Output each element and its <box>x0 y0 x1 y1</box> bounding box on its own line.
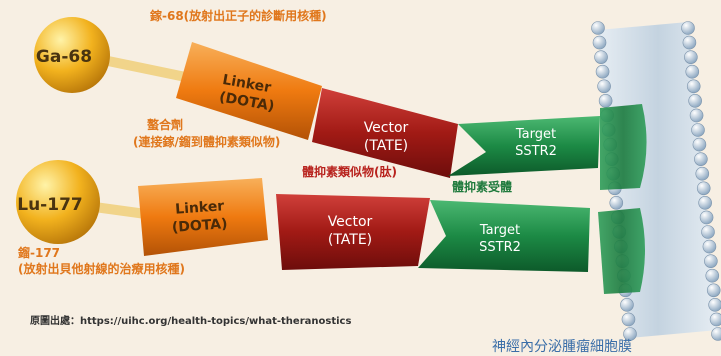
lipid-head-left <box>598 94 613 108</box>
lipid-head-right <box>709 312 721 327</box>
receptor-protein-bottom <box>598 208 645 294</box>
bottom-vector-block <box>276 194 430 270</box>
lipid-head-right <box>711 327 721 341</box>
top-target-block <box>448 116 600 176</box>
ga68-sphere <box>34 17 110 93</box>
top-linker-block <box>176 42 322 140</box>
receptor-protein-top <box>600 104 647 190</box>
bottom-target-line2: SSTR2 <box>479 240 521 255</box>
lu177-annotation-line2: (放射出貝他射線的治療用核種) <box>18 262 185 276</box>
bottom-vector-line2: (TATE) <box>328 232 372 248</box>
lipid-head-right <box>708 298 721 312</box>
lipid-head-right <box>694 152 708 166</box>
lipid-head-left <box>621 312 636 327</box>
top-vector-block <box>312 88 458 178</box>
lipid-head-right <box>689 108 704 123</box>
source-prefix: 原圖出處： <box>30 316 80 327</box>
lipid-head-right <box>688 94 702 108</box>
lipid-head-right <box>685 64 700 79</box>
lipid-head-right <box>696 181 711 196</box>
lipid-head-right <box>682 35 697 50</box>
bottom-linker-block <box>138 178 268 256</box>
lipid-head-right <box>686 79 701 94</box>
lu177-annotation-line1: 鎦-177 <box>18 246 61 260</box>
top-target-line2: SSTR2 <box>515 144 557 159</box>
lipid-head-left <box>595 64 610 79</box>
lipid-head-right <box>681 21 695 35</box>
bottom-vector-line1: Vector <box>328 214 373 230</box>
lipid-head-right <box>695 166 710 181</box>
lipid-head-left <box>597 79 611 94</box>
receptor-annotation: 體抑素受體 <box>452 180 513 194</box>
lipid-head-right <box>705 268 720 283</box>
lipid-head-right <box>691 123 705 137</box>
cell-membrane-label: 神經內分泌腫瘤細胞膜 <box>492 339 632 355</box>
source-url: https://uihc.org/health-topics/what-ther… <box>80 316 352 327</box>
bottom-target-line1: Target <box>479 223 520 238</box>
lipid-head-right <box>701 225 715 239</box>
lipid-head-left <box>609 196 624 210</box>
top-isotope-text: Ga-68 <box>36 47 92 67</box>
lipid-head-right <box>699 210 714 225</box>
lipid-head-right <box>692 137 707 152</box>
ga68-annotation: 鎵-68(放射出正子的診斷用核種) <box>150 9 327 23</box>
lipid-head-left <box>591 21 605 35</box>
bottom-molecule-chain: Lu-177 Linker (DOTA) Vector (TATE) Targe… <box>16 160 590 272</box>
lipid-head-right <box>702 239 717 254</box>
lipid-head-left <box>623 327 637 341</box>
chelator-annotation-line1: 螯合劑 <box>147 118 184 132</box>
lipid-head-left <box>620 298 634 312</box>
analog-annotation: 體抑素類似物(肽) <box>302 165 397 179</box>
chelator-annotation-line2: (連接鎵/鎦到體抑素類似物) <box>133 135 281 149</box>
bottom-isotope-text: Lu-177 <box>17 195 82 215</box>
top-molecule-chain: Ga-68 Linker (DOTA) Vector (TATE) Target… <box>34 17 600 178</box>
bottom-target-block <box>418 200 590 272</box>
lu177-sphere <box>16 160 100 244</box>
bottom-linker-line1: Linker <box>175 198 225 217</box>
lipid-head-right <box>706 283 721 298</box>
cell-membrane <box>591 21 721 341</box>
source-credit: 原圖出處：https://uihc.org/health-topics/what… <box>30 312 351 327</box>
top-target-line1: Target <box>515 127 556 142</box>
top-vector-line2: (TATE) <box>364 138 408 154</box>
top-vector-line1: Vector <box>364 120 409 136</box>
lipid-head-right <box>704 254 718 268</box>
lipid-head-left <box>592 35 607 50</box>
lipid-head-right <box>698 196 712 210</box>
lipid-head-right <box>684 50 698 64</box>
bottom-linker-line2: (DOTA) <box>171 216 228 236</box>
lipid-head-left <box>594 50 608 64</box>
